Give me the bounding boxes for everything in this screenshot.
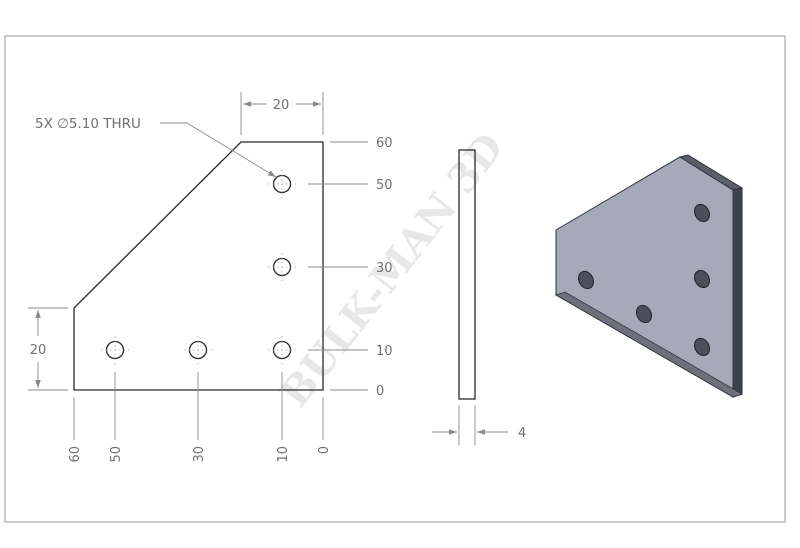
- ordinate-y-0: 0: [376, 384, 384, 399]
- iso-hole-5: [636, 304, 652, 324]
- iso-hole-4: [578, 270, 594, 290]
- hole-10-10: [101, 336, 129, 364]
- side-view: 4: [432, 149, 526, 445]
- ordinate-y-60: 60: [376, 136, 393, 151]
- plate-iso-side-edge: [732, 187, 743, 398]
- ordinate-x-50: 50: [109, 446, 124, 463]
- plate-side-outline: [458, 149, 476, 400]
- ordinate-y-10: 10: [376, 344, 393, 359]
- callout-leader: [160, 122, 277, 178]
- front-view: 20 20 5X ∅5.10 THRU 60 50 30 10 0 60 50 …: [28, 92, 393, 463]
- hole-50-10: [268, 336, 296, 364]
- iso-hole-1: [694, 203, 710, 223]
- plate-outline: [73, 141, 324, 391]
- ordinate-x-10: 10: [276, 446, 291, 463]
- hole-50-50: [268, 170, 296, 198]
- plate-iso-bottom-edge: [555, 291, 743, 398]
- ordinate-x-30: 30: [192, 446, 207, 463]
- hole-callout: 5X ∅5.10 THRU: [35, 116, 141, 132]
- ordinate-y-30: 30: [376, 261, 393, 276]
- hole-30-10: [184, 336, 212, 364]
- ordinate-x-60: 60: [68, 446, 83, 463]
- dimension-left-20: 20: [30, 343, 47, 358]
- iso-hole-3: [694, 337, 710, 357]
- hole-50-30: [268, 253, 296, 281]
- dimension-top-20: 20: [273, 98, 290, 113]
- drawing-frame: [4, 35, 786, 523]
- ordinate-x-0: 0: [317, 446, 332, 454]
- isometric-view: [555, 154, 744, 398]
- ordinate-y-50: 50: [376, 178, 393, 193]
- iso-hole-2: [694, 269, 710, 289]
- dimension-thickness-4: 4: [518, 426, 526, 441]
